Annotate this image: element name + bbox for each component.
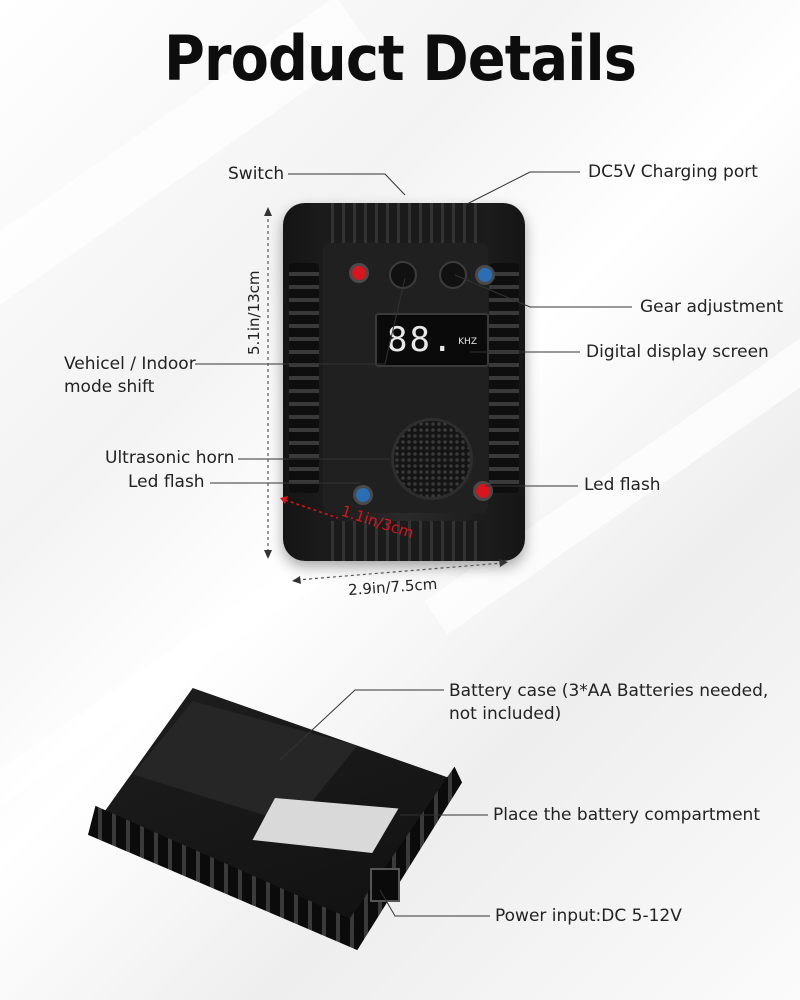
repeller-device-back	[88, 688, 462, 950]
mode-shift-button[interactable]	[389, 261, 417, 289]
width-dimension-label: 2.9in/7.5cm	[347, 574, 438, 600]
gear-adjustment-button[interactable]	[439, 261, 467, 289]
repeller-device-front: 88. KHZ	[283, 203, 525, 561]
charging-port-leader	[464, 171, 580, 206]
power-input-port	[370, 868, 400, 902]
bottom-ridges	[323, 521, 483, 561]
display-digits: 88.	[387, 320, 455, 360]
height-arrow-bottom	[264, 550, 272, 559]
height-dimension-label: 5.1in/13cm	[245, 270, 263, 355]
display-unit: KHZ	[458, 337, 477, 347]
label-led-flash-left: Led flash	[128, 472, 205, 492]
label-battery-compartment: Place the battery compartment	[493, 805, 760, 825]
top-ridges	[323, 203, 483, 243]
label-charging-port: DC5V Charging port	[588, 162, 758, 182]
label-led-flash-right: Led flash	[584, 475, 661, 495]
label-mode-shift-2: mode shift	[64, 377, 155, 397]
label-digital-display: Digital display screen	[586, 342, 769, 362]
label-switch: Switch	[228, 164, 285, 184]
page-title: Product Details	[163, 22, 637, 95]
left-side-ridges	[289, 263, 319, 493]
label-power-input: Power input:DC 5-12V	[495, 906, 682, 926]
led-red-top-left	[349, 263, 369, 283]
switch-leader	[288, 173, 406, 196]
right-side-ridges	[489, 263, 519, 493]
label-ultrasonic-horn: Ultrasonic horn	[105, 448, 235, 468]
led-blue-bottom-left	[353, 485, 373, 505]
label-gear-adjustment: Gear adjustment	[640, 297, 784, 317]
height-arrow-top	[264, 207, 272, 216]
led-blue-top-right	[475, 265, 495, 285]
digital-display-screen: 88. KHZ	[375, 313, 489, 367]
label-battery-case-1: Battery case (3*AA Batteries needed,	[449, 681, 769, 701]
led-red-bottom-right	[473, 481, 493, 501]
ultrasonic-horn-grille	[391, 418, 473, 500]
label-battery-case-2: not included)	[449, 704, 562, 724]
label-mode-shift-1: Vehicel / Indoor	[64, 354, 196, 374]
